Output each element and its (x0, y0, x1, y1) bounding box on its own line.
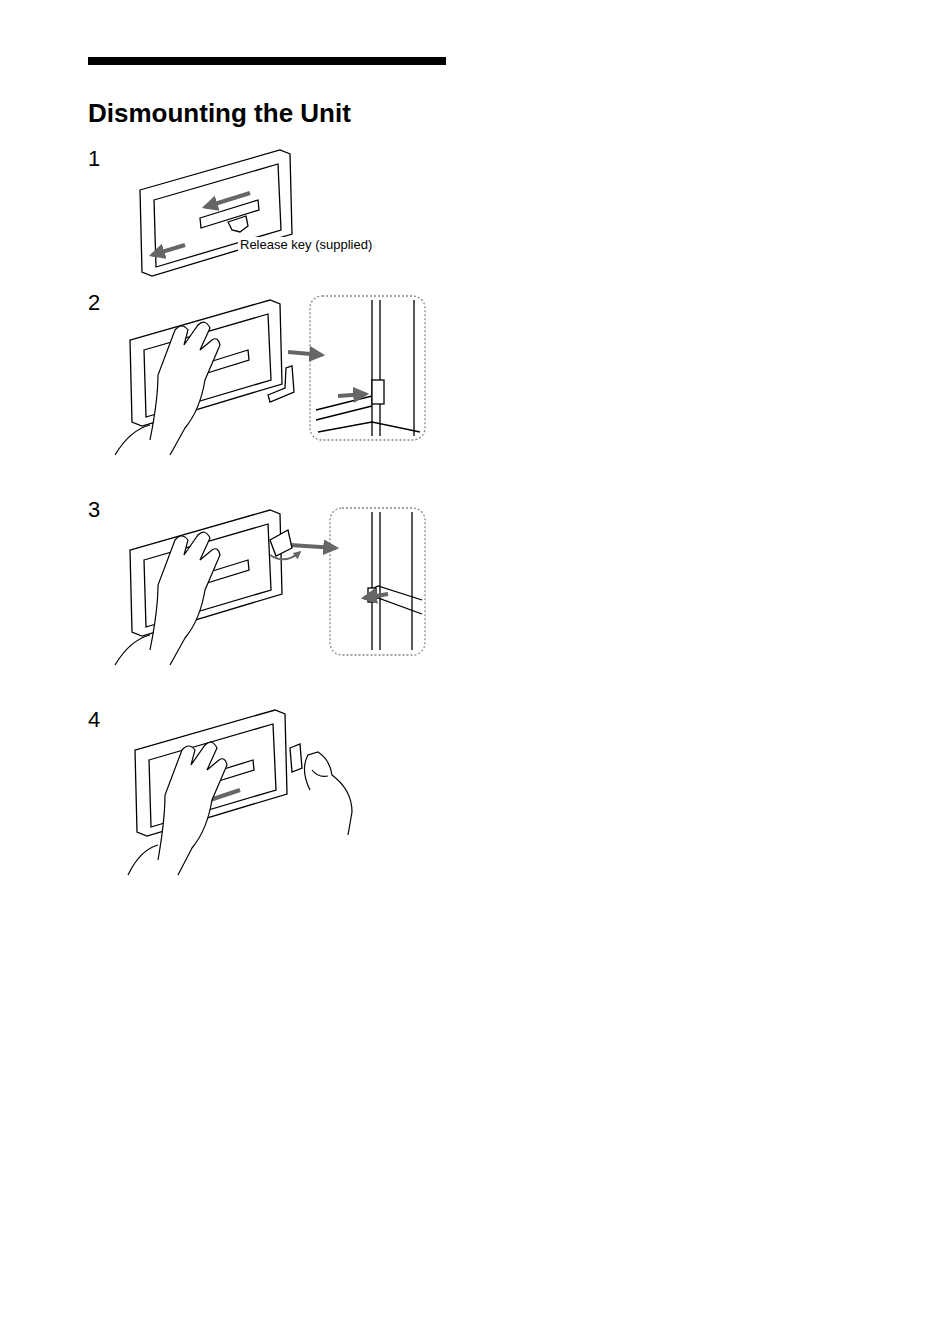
release-keys (228, 216, 302, 772)
unit-drawings (130, 150, 292, 836)
insets (310, 296, 425, 655)
motion-arrows (152, 193, 388, 805)
step-number: 3 (88, 497, 100, 523)
hands (115, 322, 352, 875)
part-label: Release key (supplied) (238, 237, 374, 252)
step-number: 1 (88, 146, 100, 172)
step-number: 4 (88, 707, 100, 733)
step-number: 2 (88, 290, 100, 316)
page-title: Dismounting the Unit (88, 98, 351, 129)
unit-outline (140, 150, 292, 276)
title-bar (88, 57, 446, 65)
